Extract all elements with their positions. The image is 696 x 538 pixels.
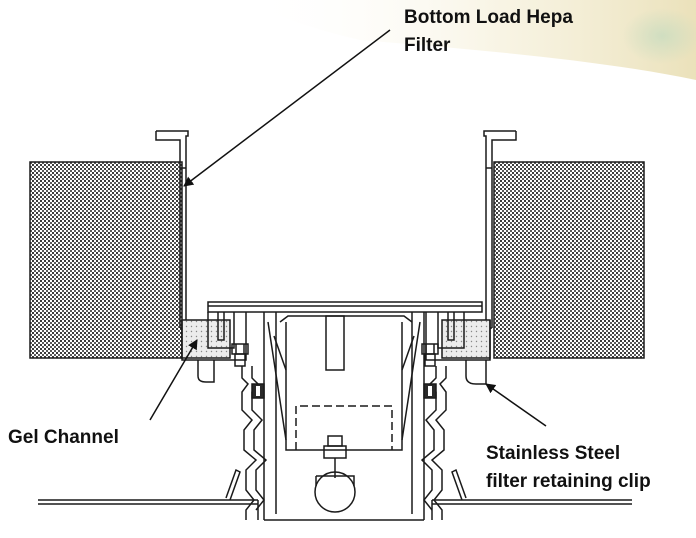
inner-damper-box — [267, 315, 421, 451]
center-hanger — [314, 435, 356, 513]
hepa-filter-label-line2: Filter — [404, 35, 451, 56]
right-gel-channel — [425, 312, 491, 361]
left-filter-frame — [155, 130, 189, 329]
ceiling-fins — [225, 468, 467, 501]
clip-leader-arrow — [485, 383, 547, 427]
side-gaskets — [251, 383, 437, 399]
left-filter-media — [29, 161, 183, 359]
right-filter-media — [493, 161, 645, 359]
left-retaining-clip — [197, 360, 215, 383]
retaining-clip-label-line1: Stainless Steel — [486, 443, 621, 464]
hepa-filter-label-line1: Bottom Load Hepa — [404, 7, 573, 28]
hepa-filter-label: Bottom Load Hepa Filter — [404, 4, 573, 60]
retaining-clip-label: Stainless Steel filter retaining clip — [486, 440, 651, 496]
hepa-leader-arrow — [183, 29, 391, 187]
central-housing — [263, 312, 425, 521]
gel-leader-arrow — [149, 339, 198, 421]
backdrop-wash — [250, 0, 696, 80]
left-bolt — [231, 343, 249, 367]
right-bolt — [421, 343, 439, 367]
ceiling-line — [38, 499, 632, 520]
right-retaining-clip — [465, 360, 487, 385]
grid-tee-top-rail — [207, 301, 483, 313]
gel-channel-label: Gel Channel — [8, 427, 119, 448]
retaining-clip-label-line2: filter retaining clip — [486, 471, 651, 492]
